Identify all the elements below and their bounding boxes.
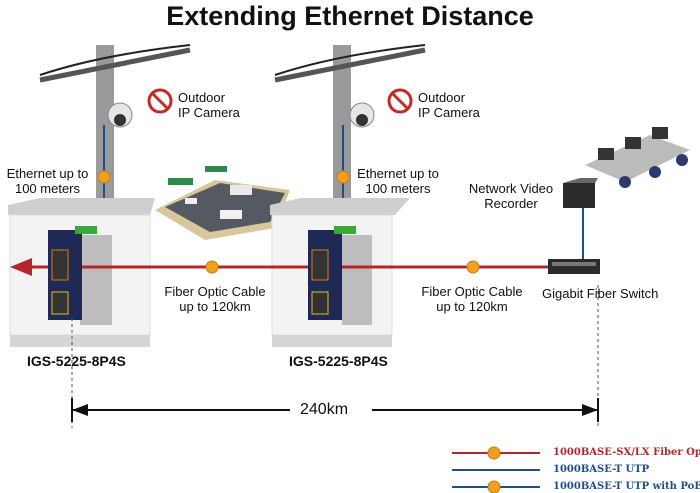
- poe-badge-icon: [97, 170, 111, 184]
- camera-label-line: IP Camera: [178, 105, 240, 120]
- ethernet-label-line: 100 meters: [14, 181, 81, 196]
- fiber-label-line: up to 120km: [179, 299, 251, 314]
- camera-icon: [349, 88, 413, 128]
- gigabit-switch-label: Gigabit Fiber Switch: [542, 286, 659, 301]
- nvr-device: [563, 178, 598, 208]
- fiber-label-line: up to 120km: [436, 299, 508, 314]
- device-label: IGS-5225-8P4S: [27, 353, 126, 369]
- ethernet-label-line: Ethernet up to: [6, 166, 89, 181]
- legend-fiber: 1000BASE-SX/LX Fiber Optic: [553, 447, 700, 458]
- camera-label-line: IP Camera: [418, 105, 480, 120]
- fiber-label-line: Fiber Optic Cable: [164, 284, 266, 299]
- camera-label-line: Outdoor: [418, 90, 465, 105]
- nvr-label-line: Network Video: [468, 181, 554, 196]
- industrial-switch-right: [308, 226, 356, 320]
- legend-poe-badge-icon: [487, 480, 501, 493]
- workstations-image: [585, 127, 690, 188]
- fiber-badge-icon: [466, 260, 480, 274]
- legend-fiber-badge-icon: [487, 446, 501, 460]
- industrial-switch-left: [48, 226, 97, 320]
- arrow-left-icon: [10, 258, 32, 276]
- page-title: Extending Ethernet Distance: [166, 1, 534, 31]
- ethernet-label-line: Ethernet up to: [357, 166, 439, 181]
- fiber-label-line: Fiber Optic Cable: [421, 284, 523, 299]
- ethernet-label-line: 100 meters: [365, 181, 431, 196]
- camera-icon: [107, 88, 173, 128]
- poe-badge-icon: [336, 170, 350, 184]
- legend-utp: 1000BASE-T UTP: [553, 464, 650, 475]
- gigabit-fiber-switch: [548, 259, 600, 274]
- distance-label: 240km: [300, 401, 349, 418]
- camera-label-line: Outdoor: [178, 90, 225, 105]
- legend-utp-poe: 1000BASE-T UTP with PoE: [553, 481, 700, 492]
- fiber-badge-icon: [205, 260, 219, 274]
- device-label: IGS-5225-8P4S: [289, 353, 388, 369]
- nvr-label-line: Recorder: [484, 196, 538, 211]
- highway-image: [155, 166, 290, 240]
